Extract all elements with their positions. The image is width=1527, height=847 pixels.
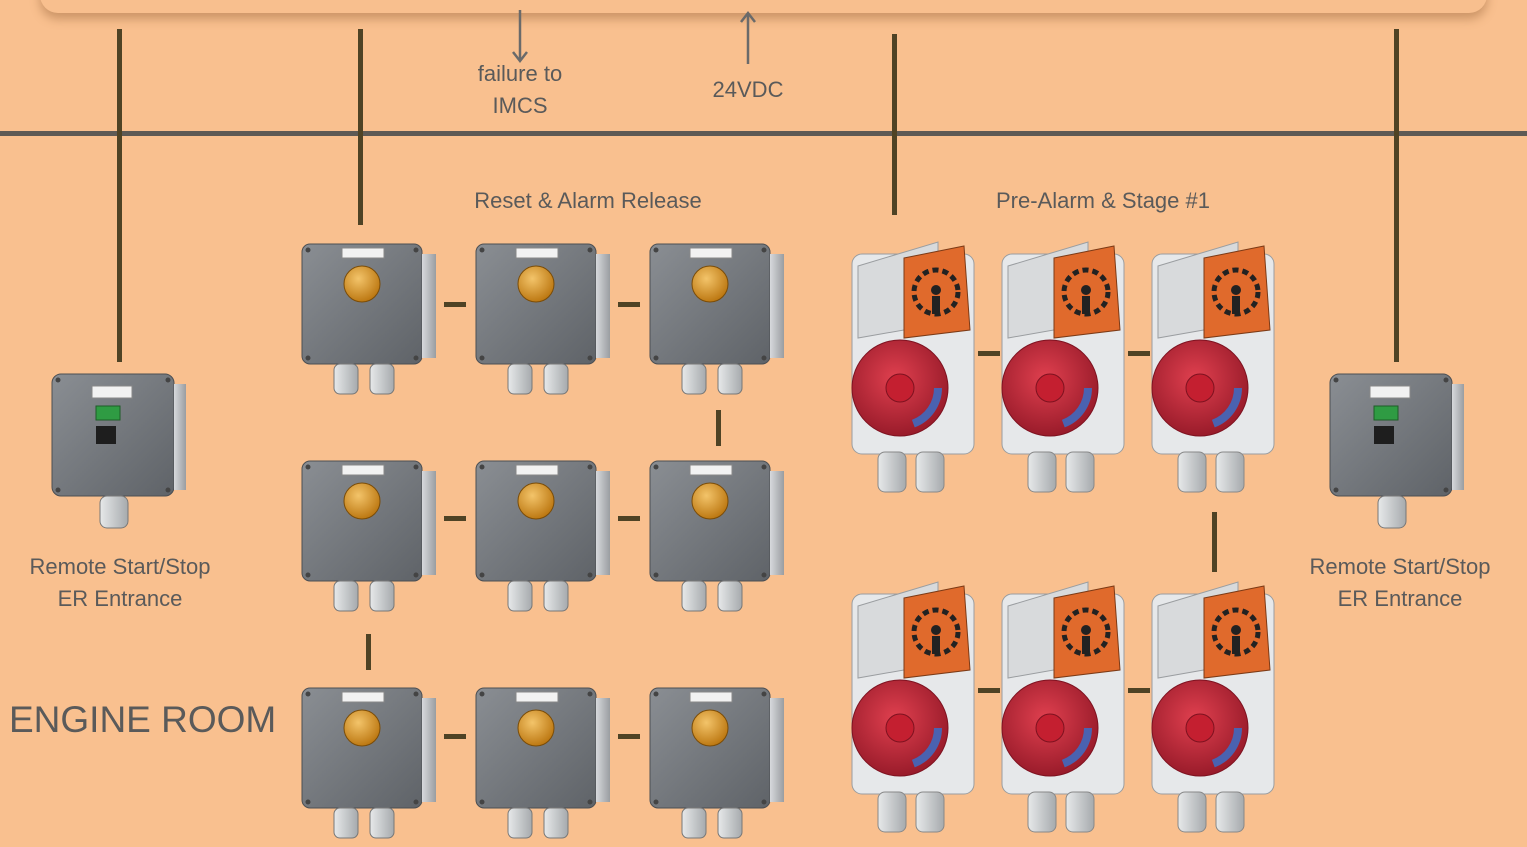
remote-right-line2: ER Entrance	[1337, 586, 1463, 611]
reset-button-box[interactable]	[474, 457, 612, 615]
remote-left-line2: ER Entrance	[57, 586, 183, 611]
failure-label-line1: failure to	[477, 61, 563, 86]
arrow-up-icon	[740, 10, 756, 64]
reset-button-box[interactable]	[300, 240, 438, 398]
reset-button-box[interactable]	[474, 684, 612, 842]
reset-button-box[interactable]	[648, 457, 786, 615]
siren-warning-unit[interactable]	[1146, 578, 1280, 838]
link	[978, 688, 1000, 693]
failure-label-line2: IMCS	[492, 93, 548, 118]
link	[1128, 351, 1150, 356]
reset-button-box[interactable]	[300, 684, 438, 842]
drop-remote-right	[1394, 29, 1399, 362]
remote-start-stop-box-right[interactable]	[1328, 372, 1466, 532]
link	[444, 302, 466, 307]
siren-warning-unit[interactable]	[1146, 238, 1280, 498]
remote-start-stop-box-left[interactable]	[50, 372, 188, 532]
link	[444, 516, 466, 521]
reset-button-box[interactable]	[648, 684, 786, 842]
central-unit-bar	[40, 0, 1487, 13]
siren-warning-unit[interactable]	[846, 238, 980, 498]
link	[618, 516, 640, 521]
siren-warning-unit[interactable]	[996, 238, 1130, 498]
remote-right-line1: Remote Start/Stop	[1309, 554, 1491, 579]
link	[366, 634, 371, 670]
reset-group-title: Reset & Alarm Release	[474, 188, 702, 213]
drop-reset-group	[358, 29, 363, 225]
siren-warning-unit[interactable]	[996, 578, 1130, 838]
link	[444, 734, 466, 739]
link	[618, 302, 640, 307]
link	[618, 734, 640, 739]
reset-button-box[interactable]	[474, 240, 612, 398]
reset-button-box[interactable]	[300, 457, 438, 615]
link	[1128, 688, 1150, 693]
power-label: 24VDC	[712, 77, 784, 102]
remote-left-line1: Remote Start/Stop	[29, 554, 211, 579]
engine-room-label: ENGINE ROOM	[9, 699, 277, 740]
reset-button-box[interactable]	[648, 240, 786, 398]
link	[978, 351, 1000, 356]
arrow-down-icon	[512, 10, 528, 64]
prealarm-group-title: Pre-Alarm & Stage #1	[996, 188, 1210, 213]
link	[1212, 512, 1217, 572]
siren-warning-unit[interactable]	[846, 578, 980, 838]
main-bus-line	[0, 131, 1527, 136]
drop-prealarm-group	[892, 34, 897, 215]
link	[716, 410, 721, 446]
drop-remote-left	[117, 29, 122, 362]
